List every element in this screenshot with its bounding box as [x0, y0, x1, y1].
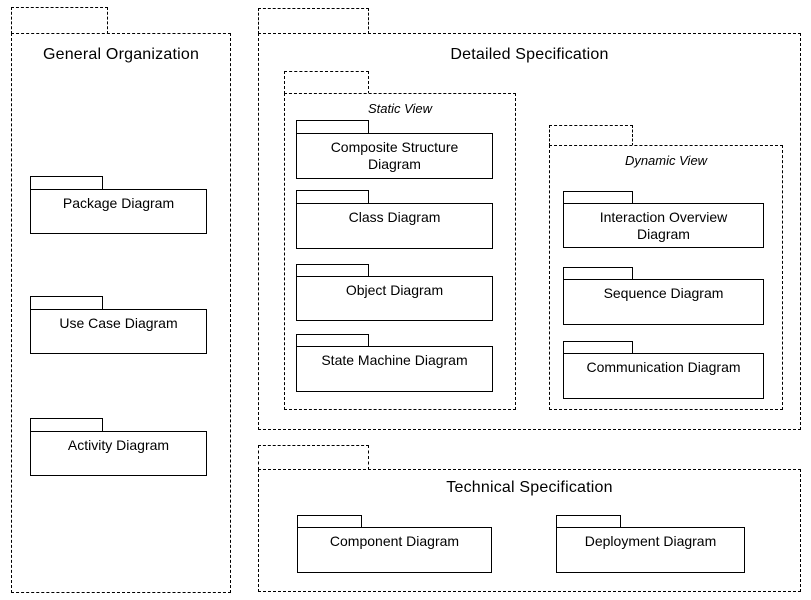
package-package-diagram-tab [30, 176, 103, 190]
package-communication-diagram-body: Communication Diagram [563, 353, 764, 399]
package-component-diagram-body: Component Diagram [297, 527, 492, 573]
package-object-diagram-label: Object Diagram [345, 282, 444, 298]
package-package-diagram-body: Package Diagram [30, 189, 207, 234]
package-communication-diagram-label: Communication Diagram [586, 359, 741, 375]
package-deployment-diagram-body: Deployment Diagram [556, 527, 745, 573]
package-sequence-diagram-body: Sequence Diagram [563, 279, 764, 325]
package-dynamic-view-tab [549, 125, 633, 146]
package-use-case-diagram-body: Use Case Diagram [30, 309, 207, 354]
package-object-diagram-body: Object Diagram [296, 276, 493, 321]
package-static-view-title: Static View [367, 101, 433, 116]
package-detailed-specification-title: Detailed Specification [450, 46, 609, 63]
package-composite-structure-diagram-label: Composite Structure Diagram [330, 139, 459, 172]
package-component-diagram-label: Component Diagram [329, 533, 460, 549]
package-dynamic-view-title: Dynamic View [624, 153, 708, 168]
package-activity-diagram-body: Activity Diagram [30, 431, 207, 476]
package-activity-diagram-tab [30, 418, 103, 432]
package-composite-structure-diagram-body: Composite Structure Diagram [296, 133, 493, 179]
package-static-view-tab [284, 71, 369, 94]
package-technical-specification-title: Technical Specification [446, 479, 613, 496]
package-composite-structure-diagram-tab [296, 120, 369, 134]
package-state-machine-diagram-label: State Machine Diagram [321, 352, 468, 368]
package-class-diagram-body: Class Diagram [296, 203, 493, 249]
package-activity-diagram-label: Activity Diagram [67, 437, 170, 453]
package-interaction-overview-diagram-label: Interaction Overview Diagram [599, 209, 728, 242]
package-general-organization-title: General Organization [42, 46, 200, 63]
package-state-machine-diagram-body: State Machine Diagram [296, 346, 493, 392]
package-general-organization-tab [11, 7, 108, 34]
package-detailed-specification-tab [258, 8, 369, 34]
package-technical-specification-tab [258, 445, 369, 470]
package-package-diagram-label: Package Diagram [62, 195, 175, 211]
package-interaction-overview-diagram-body: Interaction Overview Diagram [563, 203, 764, 248]
package-class-diagram-tab [296, 190, 369, 204]
package-sequence-diagram-label: Sequence Diagram [603, 285, 724, 301]
package-use-case-diagram-label: Use Case Diagram [59, 315, 178, 331]
package-use-case-diagram-tab [30, 296, 103, 310]
package-deployment-diagram-label: Deployment Diagram [584, 533, 717, 549]
package-class-diagram-label: Class Diagram [348, 209, 441, 225]
